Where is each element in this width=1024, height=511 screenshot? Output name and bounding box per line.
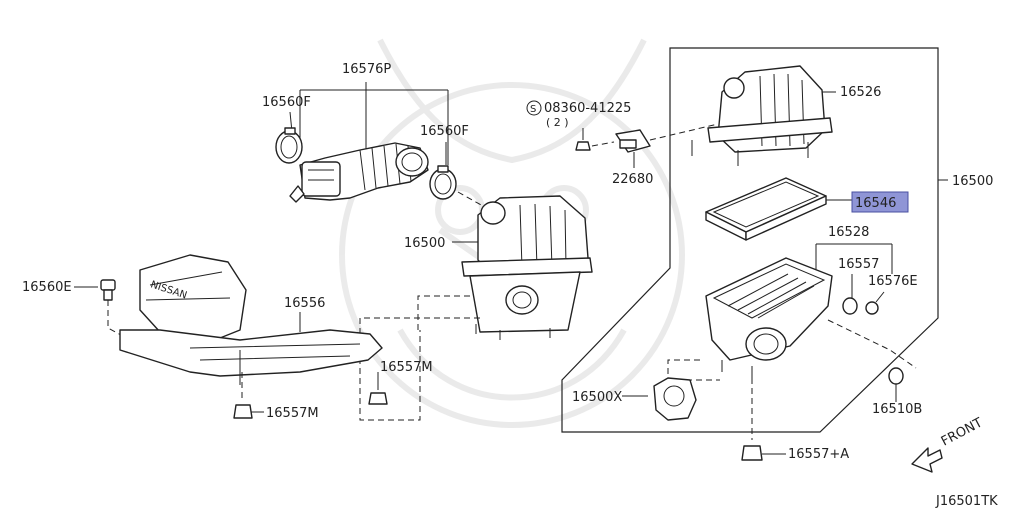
exploded-view-frame	[561, 47, 939, 433]
hose-clamp-left	[275, 127, 303, 164]
label-16528[interactable]: 16528	[828, 225, 869, 240]
diagram-code: J16501TK	[935, 494, 998, 509]
bolt-symbol-letter: S	[530, 104, 536, 115]
label-16546[interactable]: 16546	[855, 196, 896, 211]
label-16510B[interactable]: 16510B	[872, 402, 922, 417]
label-16500-box[interactable]: 16500	[952, 174, 993, 189]
bolt-08360-41225	[575, 141, 591, 151]
clip-16576E	[865, 301, 879, 315]
resonator-duct-16500X	[653, 377, 697, 421]
grommet-16557M-left	[233, 404, 253, 419]
airflow-sensor-22680	[615, 129, 651, 153]
highlight-16546[interactable]: 16546	[851, 191, 909, 213]
air-duct-cover-16556: NISSAN	[119, 254, 383, 385]
hose-clamp-right	[429, 165, 457, 200]
upper-cover-16526	[691, 65, 833, 166]
label-16557M-right[interactable]: 16557M	[380, 360, 433, 375]
label-16560F-right[interactable]: 16560F	[420, 124, 469, 139]
grommet-16557	[842, 297, 858, 315]
label-08360-41225[interactable]: 08360-41225	[544, 101, 631, 116]
label-16560E[interactable]: 16560E	[22, 280, 72, 295]
grommet-16557A	[741, 445, 763, 461]
label-22680[interactable]: 22680	[612, 172, 653, 187]
watermark-crest	[339, 38, 685, 428]
label-16500-assembly[interactable]: 16500	[404, 236, 445, 251]
grommet-16560E	[100, 279, 116, 301]
grommet-16557M-right	[368, 392, 388, 405]
grommet-16510B	[888, 367, 904, 385]
bolt-symbol: S	[526, 100, 542, 116]
label-16500X[interactable]: 16500X	[572, 390, 622, 405]
intake-duct-16576P	[289, 142, 429, 203]
label-16560F-left[interactable]: 16560F	[262, 95, 311, 110]
label-16557[interactable]: 16557	[838, 257, 879, 272]
label-16576P[interactable]: 16576P	[342, 62, 391, 77]
label-16526[interactable]: 16526	[840, 85, 881, 100]
label-16556[interactable]: 16556	[284, 296, 325, 311]
front-direction-arrow-icon	[911, 447, 943, 473]
air-cleaner-assembly-16500	[461, 195, 593, 340]
lower-case-16528	[705, 257, 833, 378]
label-16557A[interactable]: 16557+A	[788, 447, 849, 462]
label-16576P-group: 16576P	[299, 62, 449, 165]
label-16576E[interactable]: 16576E	[868, 274, 918, 289]
air-filter-element-16546	[705, 177, 827, 241]
label-08360-qty: ( 2 )	[546, 116, 569, 129]
front-label: FRONT	[939, 415, 985, 449]
label-16557M-left[interactable]: 16557M	[266, 406, 319, 421]
